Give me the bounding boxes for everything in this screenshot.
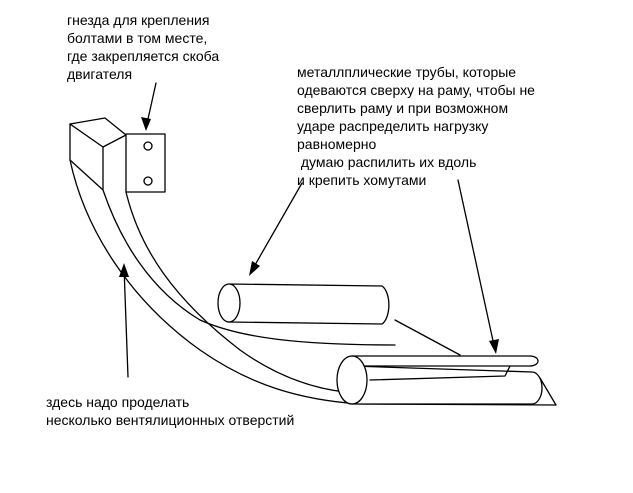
mount-plate	[125, 133, 166, 193]
metal-tube-front	[217, 283, 390, 325]
metal-tube-rear	[336, 355, 543, 405]
annotation-mount-sockets: гнезда для крепления болтами в том месте…	[67, 12, 220, 82]
bolt-socket-upper	[143, 141, 153, 151]
arrow-mount-sockets	[141, 82, 157, 131]
arrow-front-tube	[249, 182, 303, 276]
runner-body	[69, 159, 557, 406]
arrow-rear-tube	[457, 179, 499, 354]
annotation-metal-tubes: металлплические трубы, которые одеваются…	[297, 64, 535, 188]
mount-bracket	[69, 117, 166, 193]
arrow-ventilation	[119, 263, 129, 378]
bolt-socket-lower	[143, 176, 153, 186]
annotation-ventilation: здесь надо проделать несколько вентялици…	[46, 394, 295, 428]
